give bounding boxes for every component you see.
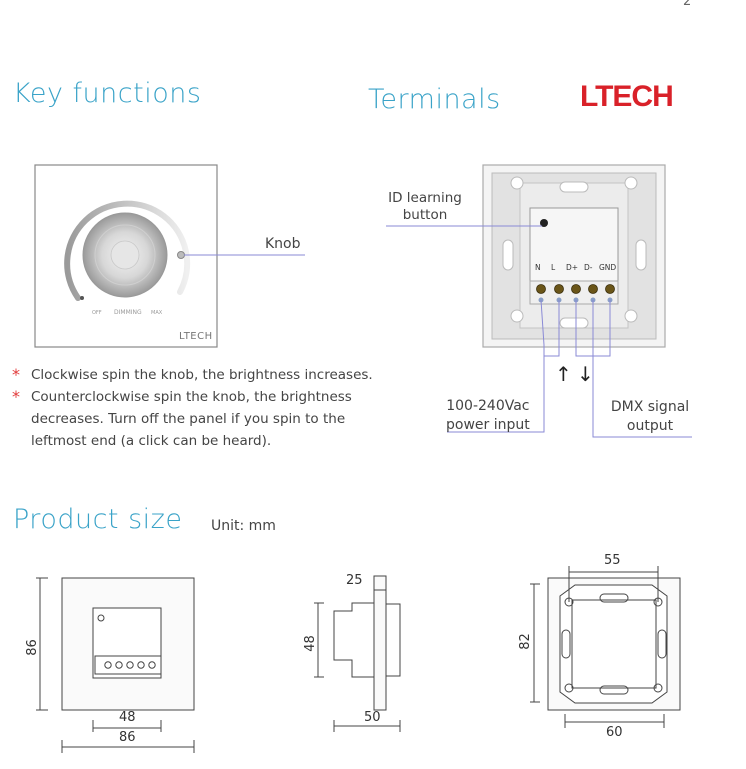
bullet-text-line: decreases. Turn off the panel if you spi… [31, 411, 346, 427]
knob-label: Knob [265, 236, 301, 252]
power-input-line: 100-240Vac [446, 398, 530, 414]
front-view-drawing [36, 577, 195, 753]
terminal-back-drawing [386, 164, 692, 438]
id-learning-line: ID learning [388, 190, 462, 206]
id-learning-button [540, 219, 548, 227]
power-input-line: power input [446, 417, 530, 433]
id-learning-line: button [402, 207, 448, 223]
back-top-width-dim: 55 [604, 553, 621, 568]
dmx-output-line: output [626, 418, 674, 434]
ltech-logo: LTECH [580, 80, 674, 113]
pin-label-n: N [535, 263, 541, 272]
bullet-marker: * [12, 365, 20, 384]
bullet-item: * Clockwise spin the knob, the brightnes… [12, 366, 373, 384]
back-height-dim: 82 [517, 633, 533, 650]
id-learning-label: ID learning button [387, 190, 463, 224]
side-view-drawing [314, 575, 401, 732]
arrow-up-icon: ↑ [555, 362, 572, 386]
page-number: 2 [683, 0, 692, 9]
terminal-screws [536, 284, 615, 294]
bullet-item: * Counterclockwise spin the knob, the br… [12, 388, 373, 452]
dmx-output-label: DMX signal output [606, 398, 694, 436]
side-depth-dim: 25 [346, 573, 363, 588]
bullet-text-line: leftmost end (a click can be heard). [31, 433, 272, 449]
dmx-output-line: DMX signal [610, 399, 690, 415]
panel-max-text: MAX [151, 310, 163, 316]
panel-logo-text: LTECH [179, 331, 213, 342]
product-size-heading: Product size [13, 504, 183, 535]
panel-off-text: OFF [92, 310, 102, 316]
bullet-text-line: Counterclockwise spin the knob, the brig… [31, 389, 352, 405]
front-width-dim: 86 [119, 730, 136, 745]
knob-panel-drawing [34, 164, 305, 348]
key-functions-heading: Key functions [13, 78, 202, 109]
panel-dimming-text: DIMMING [114, 309, 142, 316]
pin-label-l: L [551, 263, 556, 272]
pin-label-dminus: D- [584, 263, 593, 272]
terminals-heading: Terminals [368, 84, 501, 115]
side-width-dim: 50 [364, 710, 381, 725]
arrow-down-icon: ↓ [577, 362, 594, 386]
back-view-drawing [530, 566, 681, 728]
bullet-list: * Clockwise spin the knob, the brightnes… [12, 366, 373, 452]
pin-label-gnd: GND [599, 263, 617, 272]
bullet-marker: * [12, 387, 20, 406]
pin-label-dplus: D+ [566, 263, 579, 272]
side-height-dim: 48 [302, 635, 318, 652]
back-bottom-width-dim: 60 [606, 725, 623, 740]
bullet-text: Clockwise spin the knob, the brightness … [31, 367, 373, 383]
power-input-label: 100-240Vac power input [446, 397, 530, 435]
unit-label: Unit: mm [211, 518, 276, 534]
front-height-dim: 86 [24, 639, 40, 656]
front-inner-width-dim: 48 [119, 710, 136, 725]
